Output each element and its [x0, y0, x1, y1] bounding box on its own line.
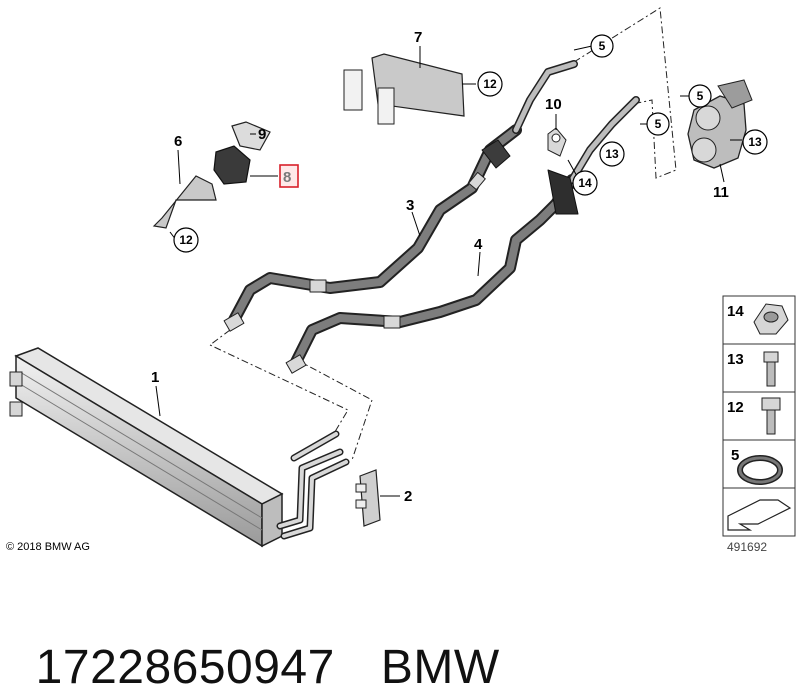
- svg-text:13: 13: [605, 147, 619, 161]
- svg-text:5: 5: [599, 39, 606, 53]
- svg-text:5: 5: [655, 117, 662, 131]
- svg-text:12: 12: [483, 77, 497, 91]
- clip-part-9: [231, 121, 271, 151]
- fastener-legend: 14 13 12 5: [722, 295, 796, 537]
- callout-8: 8: [283, 169, 291, 186]
- nut-icon: [753, 303, 789, 335]
- callout-8-highlight-box: [279, 164, 299, 188]
- circled-callouts: 5 5 5 12 12 13 13 14: [173, 34, 768, 253]
- callout-13-right: 13: [742, 129, 768, 155]
- holder-part-10: [547, 127, 567, 157]
- callout-5-top: 5: [590, 34, 614, 58]
- damper-part-8: [213, 145, 251, 185]
- oil-line-4: [285, 96, 640, 374]
- footer: 17228650947 BMW: [8, 585, 500, 695]
- callout-3: 3: [406, 197, 414, 214]
- dashed-connection-lines: [209, 7, 677, 461]
- svg-text:5: 5: [697, 89, 704, 103]
- bolt-12-icon: [761, 397, 781, 435]
- thermostat-part-11: [687, 79, 753, 169]
- callout-10: 10: [545, 96, 562, 113]
- callout-12-top: 12: [477, 71, 503, 97]
- callout-5-middle: 5: [646, 112, 670, 136]
- callout-9: 9: [258, 126, 266, 143]
- diagram-id: 491692: [727, 540, 768, 554]
- callout-11: 11: [713, 184, 729, 201]
- part-number: 17228650947: [35, 641, 335, 694]
- callout-14: 14: [572, 170, 598, 196]
- brand-name: BMW: [380, 641, 500, 694]
- o-ring-icon: [737, 455, 783, 485]
- bolt-13-icon: [763, 351, 779, 387]
- callout-7: 7: [414, 29, 422, 46]
- oil-line-3: [223, 60, 578, 332]
- svg-text:14: 14: [578, 176, 592, 190]
- legend-label-12: 12: [727, 399, 744, 416]
- legend-label-14: 14: [727, 303, 744, 320]
- callout-12-left: 12: [173, 227, 199, 253]
- navigation-arrow-icon: [727, 499, 792, 531]
- callout-6: 6: [174, 133, 182, 150]
- copyright-text: © 2018 BMW AG: [6, 541, 90, 553]
- bracket-part-2: [355, 469, 381, 527]
- holder-part-7: [343, 53, 465, 125]
- callout-1: 1: [151, 369, 159, 386]
- callout-13-left: 13: [599, 141, 625, 167]
- svg-text:13: 13: [748, 135, 762, 149]
- legend-label-13: 13: [727, 351, 744, 368]
- parts-diagram: 1 2 3 4 6 7 9 10 11 8 5 5 5 12 12 13 13 …: [9, 7, 796, 548]
- callout-4: 4: [474, 236, 483, 253]
- callout-5-right: 5: [688, 84, 712, 108]
- bracket-part-6: [152, 175, 217, 229]
- cooler-pipes: [276, 430, 350, 540]
- svg-text:12: 12: [179, 233, 193, 247]
- legend-label-5: 5: [731, 447, 739, 464]
- oil-cooler: [9, 347, 284, 548]
- callout-2: 2: [404, 488, 412, 505]
